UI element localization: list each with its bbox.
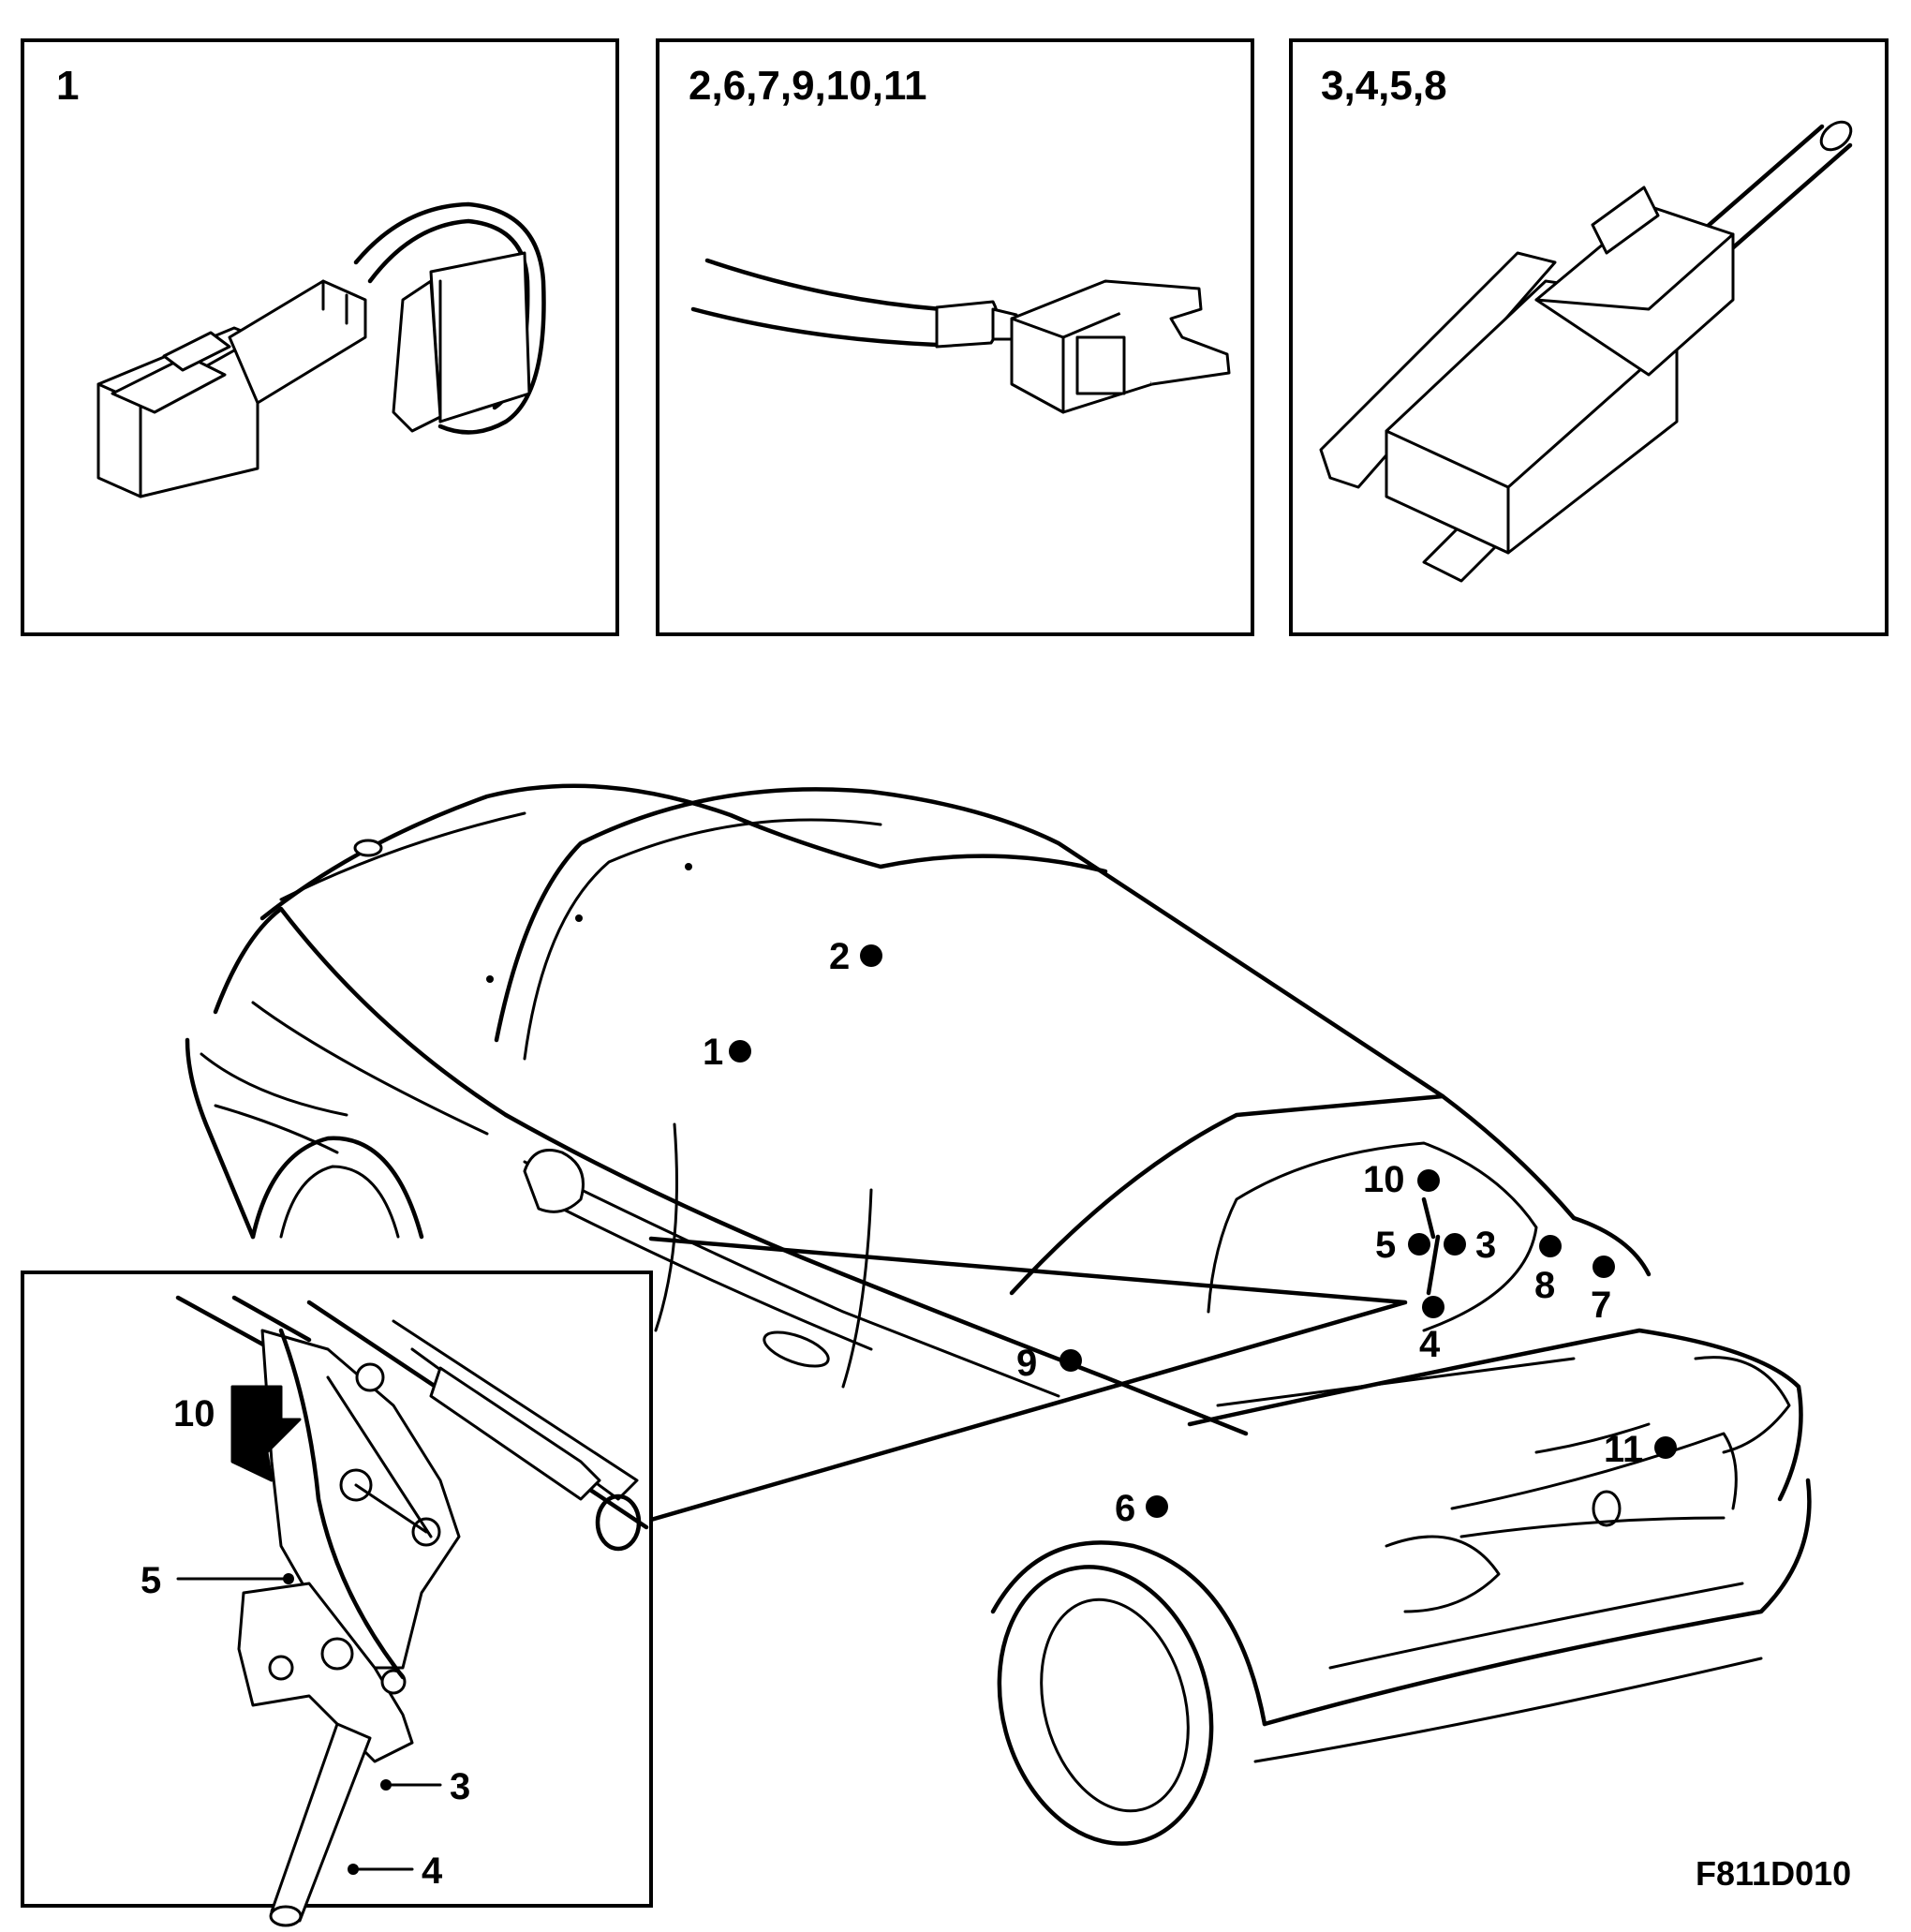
detail-label-4: 4 xyxy=(422,1850,443,1892)
connector-plug-illustration xyxy=(96,201,546,498)
zoom-wedge xyxy=(648,1236,1408,1523)
figure-code: F811D010 xyxy=(1696,1854,1851,1893)
detail-label-5: 5 xyxy=(141,1560,161,1601)
detail-inset-hinge: 10 5 3 4 xyxy=(21,1271,653,1927)
callout-point-10 xyxy=(1417,1169,1440,1192)
callout-label-10: 10 xyxy=(1363,1159,1405,1200)
cable-terminal-illustration xyxy=(690,258,1231,414)
callout-point-5 xyxy=(1408,1233,1430,1256)
panel-3-title: 3,4,5,8 xyxy=(1321,63,1447,109)
panel-connector-2: 2,6,7,9,10,11 xyxy=(656,38,1254,636)
callout-label-4: 4 xyxy=(1419,1324,1441,1365)
callout-label-6: 6 xyxy=(1115,1488,1135,1529)
convertible-car-illustration xyxy=(185,783,1812,1846)
callout-label-8: 8 xyxy=(1534,1265,1555,1306)
callout-point-11 xyxy=(1654,1436,1677,1459)
callout-point-8 xyxy=(1539,1235,1562,1257)
car-callouts: 1 2 3 4 5 6 7 8 9 10 11 xyxy=(703,936,1677,1529)
panel-connector-1: 1 xyxy=(21,38,619,636)
callout-label-1: 1 xyxy=(703,1032,723,1073)
callout-point-6 xyxy=(1146,1495,1168,1518)
hinge-mechanism-illustration xyxy=(175,1295,649,1927)
detail-label-3: 3 xyxy=(450,1766,470,1807)
panel-1-title: 1 xyxy=(56,63,79,109)
callout-point-2 xyxy=(860,944,882,967)
callout-label-9: 9 xyxy=(1016,1343,1037,1384)
callout-label-2: 2 xyxy=(829,936,850,977)
callout-label-11: 11 xyxy=(1604,1429,1643,1470)
panel-2-title: 2,6,7,9,10,11 xyxy=(689,63,926,109)
callout-point-4 xyxy=(1422,1296,1444,1318)
callout-label-7: 7 xyxy=(1591,1285,1611,1326)
callout-label-3: 3 xyxy=(1475,1225,1496,1266)
callout-point-1 xyxy=(729,1040,751,1063)
callout-point-3 xyxy=(1444,1233,1466,1256)
callout-label-5: 5 xyxy=(1375,1225,1396,1266)
detail-label-10: 10 xyxy=(173,1393,215,1434)
multipin-connector-illustration xyxy=(1319,120,1853,583)
callout-point-9 xyxy=(1059,1349,1082,1372)
panel-connector-3: 3,4,5,8 xyxy=(1289,38,1889,636)
callout-point-7 xyxy=(1592,1256,1615,1278)
